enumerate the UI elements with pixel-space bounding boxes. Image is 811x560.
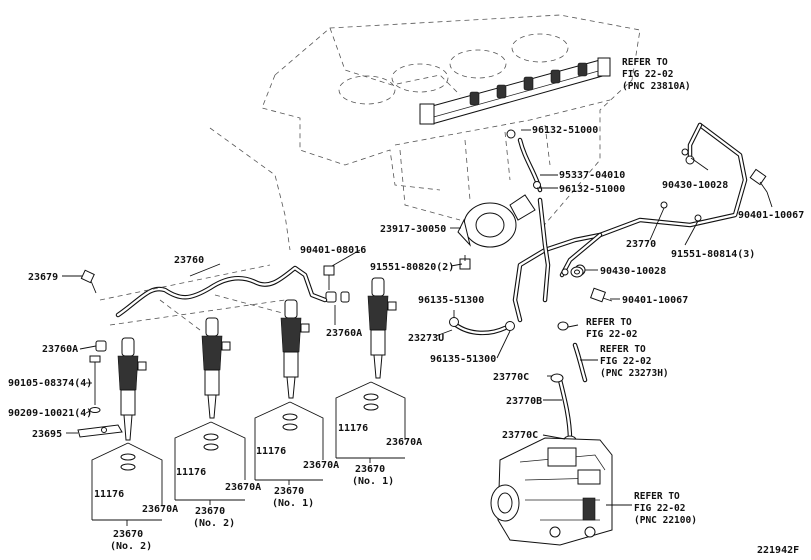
- injector-assy-label: 23670: [195, 506, 225, 517]
- label-90430-10028-mid: 90430-10028: [600, 266, 666, 277]
- refer-22100-line-2: FIG 22-02: [634, 503, 685, 514]
- label-96135-51300-top: 96135-51300: [418, 295, 484, 306]
- bolts-90105-08374: [89, 355, 101, 413]
- bolts-and-fittings: [77, 168, 768, 445]
- fitting-refer-a: [557, 321, 569, 331]
- label-23273u: 23273U: [408, 333, 444, 344]
- injector-leak-off-pipe: [99, 264, 328, 331]
- injector-group-1-labels: 11176 23670A 23670 (No. 2): [94, 489, 178, 552]
- label-90401-10067-right: 90401-10067: [738, 210, 804, 221]
- injector-assy-label: 23670: [355, 464, 385, 475]
- injector-nozzles: [117, 277, 397, 441]
- label-23770: 23770: [626, 239, 656, 250]
- common-rail: [419, 57, 611, 125]
- clamp-23695: [77, 424, 123, 438]
- injector-4: [367, 277, 397, 379]
- injector-3: [280, 299, 310, 399]
- label-91551-80820: 91551-80820(2): [370, 262, 454, 273]
- injector-number-label: (No. 2): [110, 541, 152, 552]
- label-96135-51300-bot: 96135-51300: [430, 354, 496, 365]
- seal-11176-label: 11176: [176, 467, 206, 478]
- refer-23810a-line-1: REFER TO: [622, 57, 668, 68]
- injector-assy-label: 23670: [113, 529, 143, 540]
- refer-note-22100: REFER TO FIG 22-02 (PNC 22100): [634, 491, 697, 526]
- injector-group-brackets: [91, 381, 406, 526]
- gasket-23670a-label: 23670A: [142, 504, 178, 515]
- refer-23810a-line-2: FIG 22-02: [622, 69, 673, 80]
- refer-23273h-line-1: REFER TO: [600, 344, 646, 355]
- supply-pump: [490, 437, 613, 546]
- engine-block-outline: [209, 14, 641, 251]
- fitting-23770c: [550, 373, 577, 445]
- injector-number-label: (No. 2): [193, 518, 235, 529]
- injector-number-label: (No. 1): [272, 498, 314, 509]
- refer-note-23273h: REFER TO FIG 22-02 (PNC 23273H): [600, 344, 669, 379]
- injector-seals: [120, 393, 379, 471]
- label-90401-10067-mid: 90401-10067: [622, 295, 688, 306]
- bolt-91551-80820: [459, 255, 471, 270]
- refer-22100-line-3: (PNC 22100): [634, 515, 697, 526]
- label-95337-04010: 95337-04010: [559, 170, 625, 181]
- bolt-90401-10067-top: [749, 168, 768, 193]
- injector-group-3-labels: 11176 23670A 23670 (No. 1): [256, 446, 339, 509]
- refer-note-23810a: REFER TO FIG 22-02 (PNC 23810A): [622, 57, 691, 92]
- label-23770b: 23770B: [506, 396, 542, 407]
- seal-11176-label: 11176: [94, 489, 124, 500]
- gasket-23670a-label: 23670A: [225, 482, 261, 493]
- label-96132-51000-bot: 96132-51000: [559, 184, 625, 195]
- fuel-bracket-assembly: [457, 194, 536, 248]
- fuel-return-hoses: [453, 129, 588, 443]
- label-23695: 23695: [32, 429, 62, 440]
- part-labels: 96132-51000 95337-04010 96132-51000 9043…: [8, 125, 804, 441]
- refer-23273h-line-3: (PNC 23273H): [600, 368, 669, 379]
- bolt-23679: [80, 269, 97, 294]
- refer-23810a-line-3: (PNC 23810A): [622, 81, 691, 92]
- seal-11176-label: 11176: [338, 423, 368, 434]
- leader-lines: [62, 129, 773, 506]
- label-23760: 23760: [174, 255, 204, 266]
- label-23679: 23679: [28, 272, 58, 283]
- label-96132-51000-top: 96132-51000: [532, 125, 598, 136]
- label-90430-10028-top: 90430-10028: [662, 180, 728, 191]
- seal-11176-label: 11176: [256, 446, 286, 457]
- label-23760a-right: 23760A: [326, 328, 362, 339]
- refer-fig2202-line-2: FIG 22-02: [586, 329, 637, 340]
- label-23770c-bot: 23770C: [502, 430, 538, 441]
- injector-number-label: (No. 1): [352, 476, 394, 487]
- injector-group-4-labels: 11176 23670A 23670 (No. 1): [338, 423, 422, 487]
- bolt-90401-08016: [323, 265, 335, 290]
- label-91551-80814: 91551-80814(3): [671, 249, 755, 260]
- washer-90430-10028: [570, 266, 584, 278]
- refer-note-fig2202: REFER TO FIG 22-02: [586, 317, 637, 340]
- injector-2: [201, 317, 231, 419]
- high-pressure-pipes: [512, 122, 748, 323]
- label-90105-08374: 90105-08374(4): [8, 378, 92, 389]
- label-90401-08016: 90401-08016: [300, 245, 366, 256]
- refer-22100-line-1: REFER TO: [634, 491, 680, 502]
- label-90209-10021: 90209-10021(4): [8, 408, 92, 419]
- injector-group-2-labels: 11176 23670A 23670 (No. 2): [176, 467, 261, 529]
- gasket-23670a-label: 23670A: [386, 437, 422, 448]
- refer-23273h-line-2: FIG 22-02: [600, 356, 651, 367]
- refer-fig2202-line-1: REFER TO: [586, 317, 632, 328]
- clamp-23760a: [95, 291, 350, 352]
- illustration-id: 221942F: [757, 545, 799, 556]
- bolt-90401-10067-mid: [590, 287, 613, 303]
- fitting-96135-51300: [449, 317, 515, 331]
- injector-1: [117, 337, 147, 441]
- injector-assy-label: 23670: [274, 486, 304, 497]
- label-23760a-left: 23760A: [42, 344, 78, 355]
- gasket-23670a-label: 23670A: [303, 460, 339, 471]
- label-23917-30050: 23917-30050: [380, 224, 446, 235]
- label-23770c-top: 23770C: [493, 372, 529, 383]
